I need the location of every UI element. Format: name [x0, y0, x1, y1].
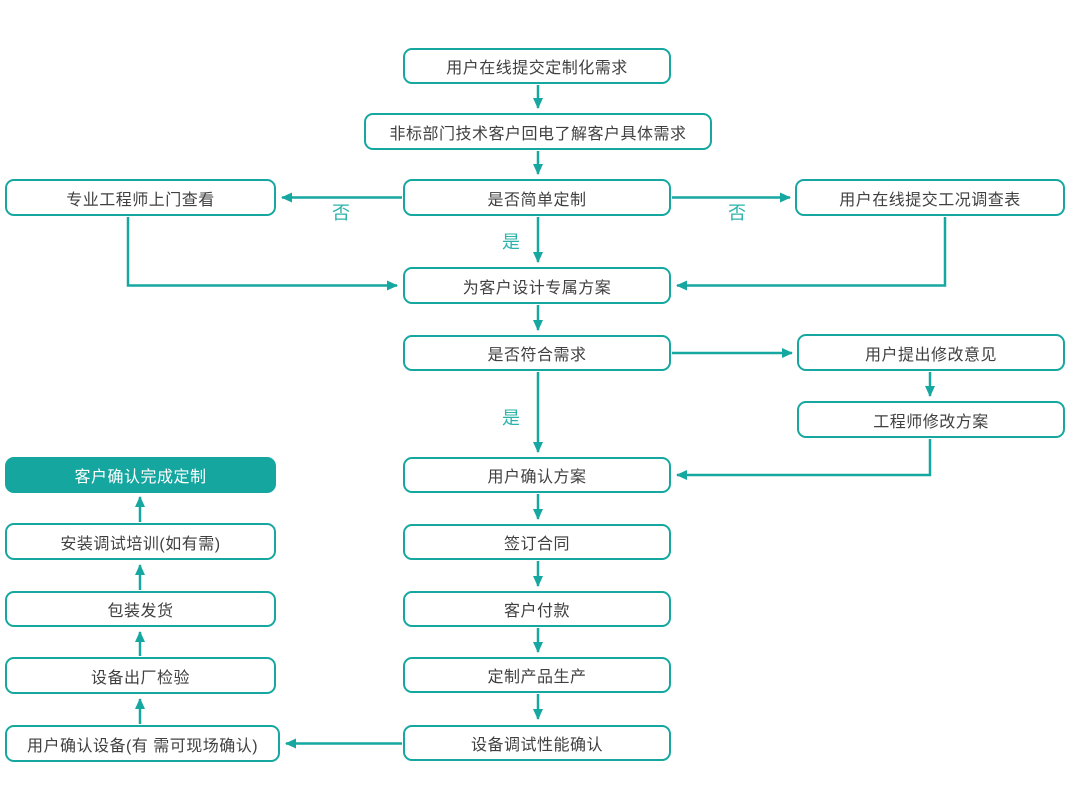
- edge-visit-to-design: [126, 217, 398, 291]
- node-custom-complete: 客户确认完成定制: [5, 457, 276, 493]
- branch-label-no-right: 否: [728, 203, 746, 223]
- node-callback: 非标部门技术客户回电了解客户具体需求: [364, 113, 712, 150]
- node-simple-custom-decision: 是否简单定制: [403, 179, 671, 216]
- branch-label-yes-top: 是: [502, 232, 520, 252]
- node-engineer-revise: 工程师修改方案: [797, 401, 1065, 438]
- node-install-training: 安装调试培训(如有需): [5, 523, 276, 560]
- node-design-plan: 为客户设计专属方案: [403, 267, 671, 304]
- edge-survey-to-design: [676, 217, 947, 291]
- node-meets-needs-decision: 是否符合需求: [403, 335, 671, 371]
- node-factory-inspection: 设备出厂检验: [5, 657, 276, 694]
- node-revision-feedback: 用户提出修改意见: [797, 334, 1065, 371]
- node-engineer-visit: 专业工程师上门查看: [5, 179, 276, 216]
- node-debug-confirm: 设备调试性能确认: [403, 725, 671, 761]
- node-confirm-device: 用户确认设备(有 需可现场确认): [5, 725, 280, 762]
- branch-label-no-left: 否: [332, 203, 350, 223]
- node-confirm-plan: 用户确认方案: [403, 457, 671, 493]
- node-submit-request: 用户在线提交定制化需求: [403, 48, 671, 84]
- node-pack-ship: 包装发货: [5, 591, 276, 627]
- branch-label-yes-mid: 是: [502, 408, 520, 428]
- node-sign-contract: 签订合同: [403, 524, 671, 560]
- node-production: 定制产品生产: [403, 657, 671, 693]
- node-customer-payment: 客户付款: [403, 591, 671, 627]
- edge-revise-to-confirm-plan: [676, 439, 932, 480]
- node-condition-survey: 用户在线提交工况调查表: [795, 179, 1065, 216]
